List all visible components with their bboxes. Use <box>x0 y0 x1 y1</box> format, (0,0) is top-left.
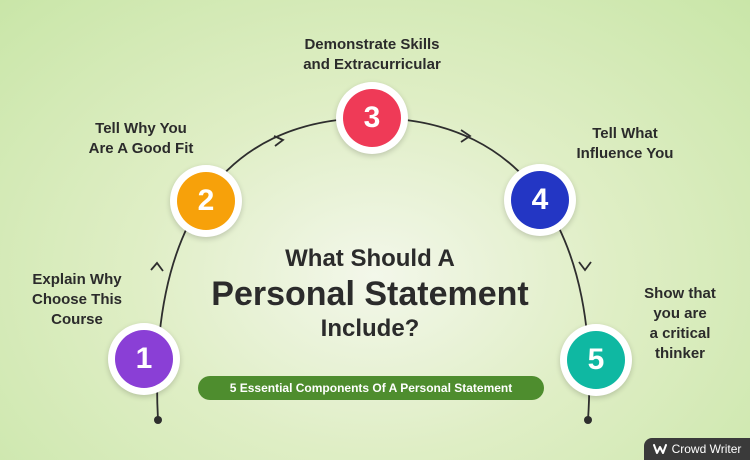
step-4-number: 4 <box>511 171 569 229</box>
step-4-label-line: Influence You <box>576 145 674 162</box>
step-1-label: Explain Why Choose This Course <box>14 270 140 330</box>
arrow-icon <box>578 261 592 272</box>
step-2-label: Tell Why You Are A Good Fit <box>68 119 214 159</box>
arc-end-dot <box>584 416 592 424</box>
step-2-number: 2 <box>177 172 235 230</box>
step-3-label-line: Demonstrate Skills <box>304 36 440 53</box>
step-3-number: 3 <box>343 89 401 147</box>
page-title: What Should A Personal Statement Include… <box>190 244 550 344</box>
step-1-number: 1 <box>115 330 173 388</box>
arrow-icon <box>460 129 472 143</box>
step-2-label-line: Are A Good Fit <box>88 140 194 157</box>
step-1-label-line: Explain Why <box>32 271 122 288</box>
subtitle-pill: 5 Essential Components Of A Personal Sta… <box>198 376 544 400</box>
step-5-label: Show that you are a critical thinker <box>630 284 730 364</box>
step-5-label-line: a critical <box>649 325 711 342</box>
step-3-badge: 3 <box>336 82 408 154</box>
crowd-writer-logo-icon <box>652 443 667 455</box>
step-2-badge: 2 <box>170 165 242 237</box>
brand-tag: Crowd Writer <box>644 438 750 460</box>
step-1-label-line: Course <box>51 311 103 328</box>
title-line-2: Personal Statement <box>211 275 529 313</box>
step-1-label-line: Choose This <box>31 291 122 308</box>
arc-start-dot <box>154 416 162 424</box>
step-4-badge: 4 <box>504 164 576 236</box>
step-4-label-line: Tell What <box>592 125 658 142</box>
step-3-label-line: and Extracurricular <box>303 56 441 73</box>
step-5-badge: 5 <box>560 324 632 396</box>
step-5-label-line: thinker <box>654 345 705 362</box>
title-line-3: Include? <box>320 315 420 342</box>
arrow-icon <box>273 135 285 147</box>
step-5-label-line: you are <box>653 305 707 322</box>
step-5-number: 5 <box>567 331 625 389</box>
brand-name: Crowd Writer <box>671 442 742 456</box>
step-4-label: Tell What Influence You <box>565 124 685 164</box>
title-line-1: What Should A <box>285 245 455 272</box>
step-5-label-line: Show that <box>644 285 716 302</box>
step-1-badge: 1 <box>108 323 180 395</box>
step-2-label-line: Tell Why You <box>95 120 187 137</box>
step-3-label: Demonstrate Skills and Extracurricular <box>277 35 467 75</box>
arrow-icon <box>150 261 164 272</box>
